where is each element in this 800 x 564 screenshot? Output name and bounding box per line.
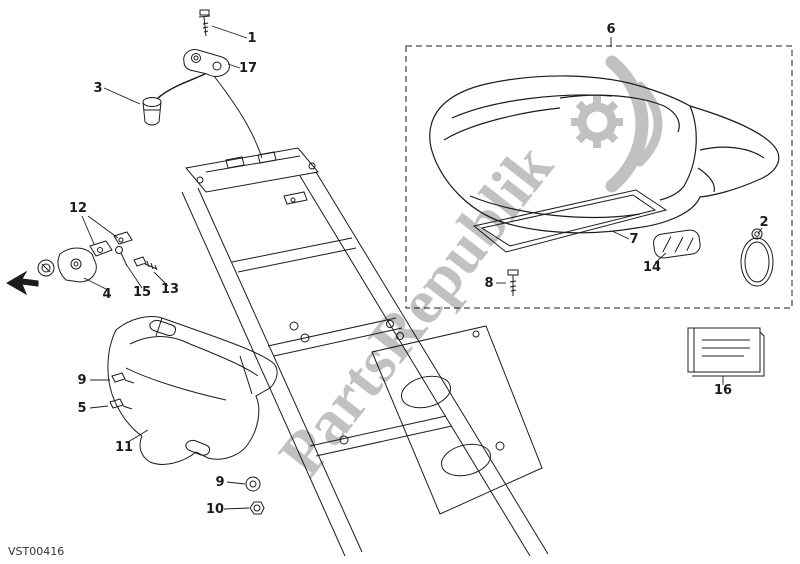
diagram-code: VST00416 (8, 545, 65, 558)
callout-4: 4 (102, 287, 111, 302)
bolt-part-13 (133, 256, 158, 271)
callout-12: 12 (69, 201, 87, 216)
callout-1: 1 (247, 31, 256, 46)
callout-14: 14 (643, 260, 661, 275)
pad-part-14 (653, 229, 701, 259)
callout-9b: 9 (215, 475, 224, 490)
swoosh-icon (605, 55, 663, 193)
callout-labels: 1 17 3 12 4 15 13 9 5 11 9 10 6 7 8 14 2… (69, 22, 769, 517)
leader-lines (81, 25, 763, 510)
cable-plug-part-3 (142, 73, 263, 159)
callout-11: 11 (115, 440, 133, 455)
screw-part-15 (115, 246, 128, 267)
detail-box (405, 45, 793, 309)
manual-part-16 (687, 327, 765, 377)
line-art (6, 9, 793, 557)
washer-part-9b (245, 476, 261, 492)
callout-13: 13 (161, 282, 179, 297)
watermark: PartsRepublik (265, 55, 663, 489)
bolt-part-5 (109, 398, 133, 410)
callout-15: 15 (133, 285, 151, 300)
bolt-part-1 (198, 9, 211, 37)
callout-10: 10 (206, 502, 224, 517)
nut-part-10 (249, 501, 265, 515)
latch-assembly-part-12 (89, 231, 133, 257)
cable-ring-part-2 (740, 228, 774, 287)
callout-7: 7 (629, 232, 638, 247)
callout-5: 5 (77, 401, 86, 416)
watermark-text: PartsRepublik (265, 131, 566, 489)
gear-icon (571, 96, 623, 148)
callout-16: 16 (714, 383, 732, 398)
callout-9a: 9 (77, 373, 86, 388)
fender-part-11 (107, 316, 278, 465)
bracket-part-17 (183, 49, 230, 77)
direction-arrow-icon (6, 270, 39, 296)
callout-8: 8 (484, 276, 493, 291)
callout-2: 2 (759, 215, 768, 230)
bolt-part-9a (111, 372, 135, 384)
gasket-part-7 (472, 189, 668, 253)
seat-part-6 (429, 75, 780, 234)
lock-part-4 (37, 247, 97, 283)
callout-3: 3 (93, 81, 102, 96)
callout-17: 17 (239, 61, 257, 76)
callout-6: 6 (606, 22, 615, 37)
screw-part-8 (507, 269, 519, 296)
